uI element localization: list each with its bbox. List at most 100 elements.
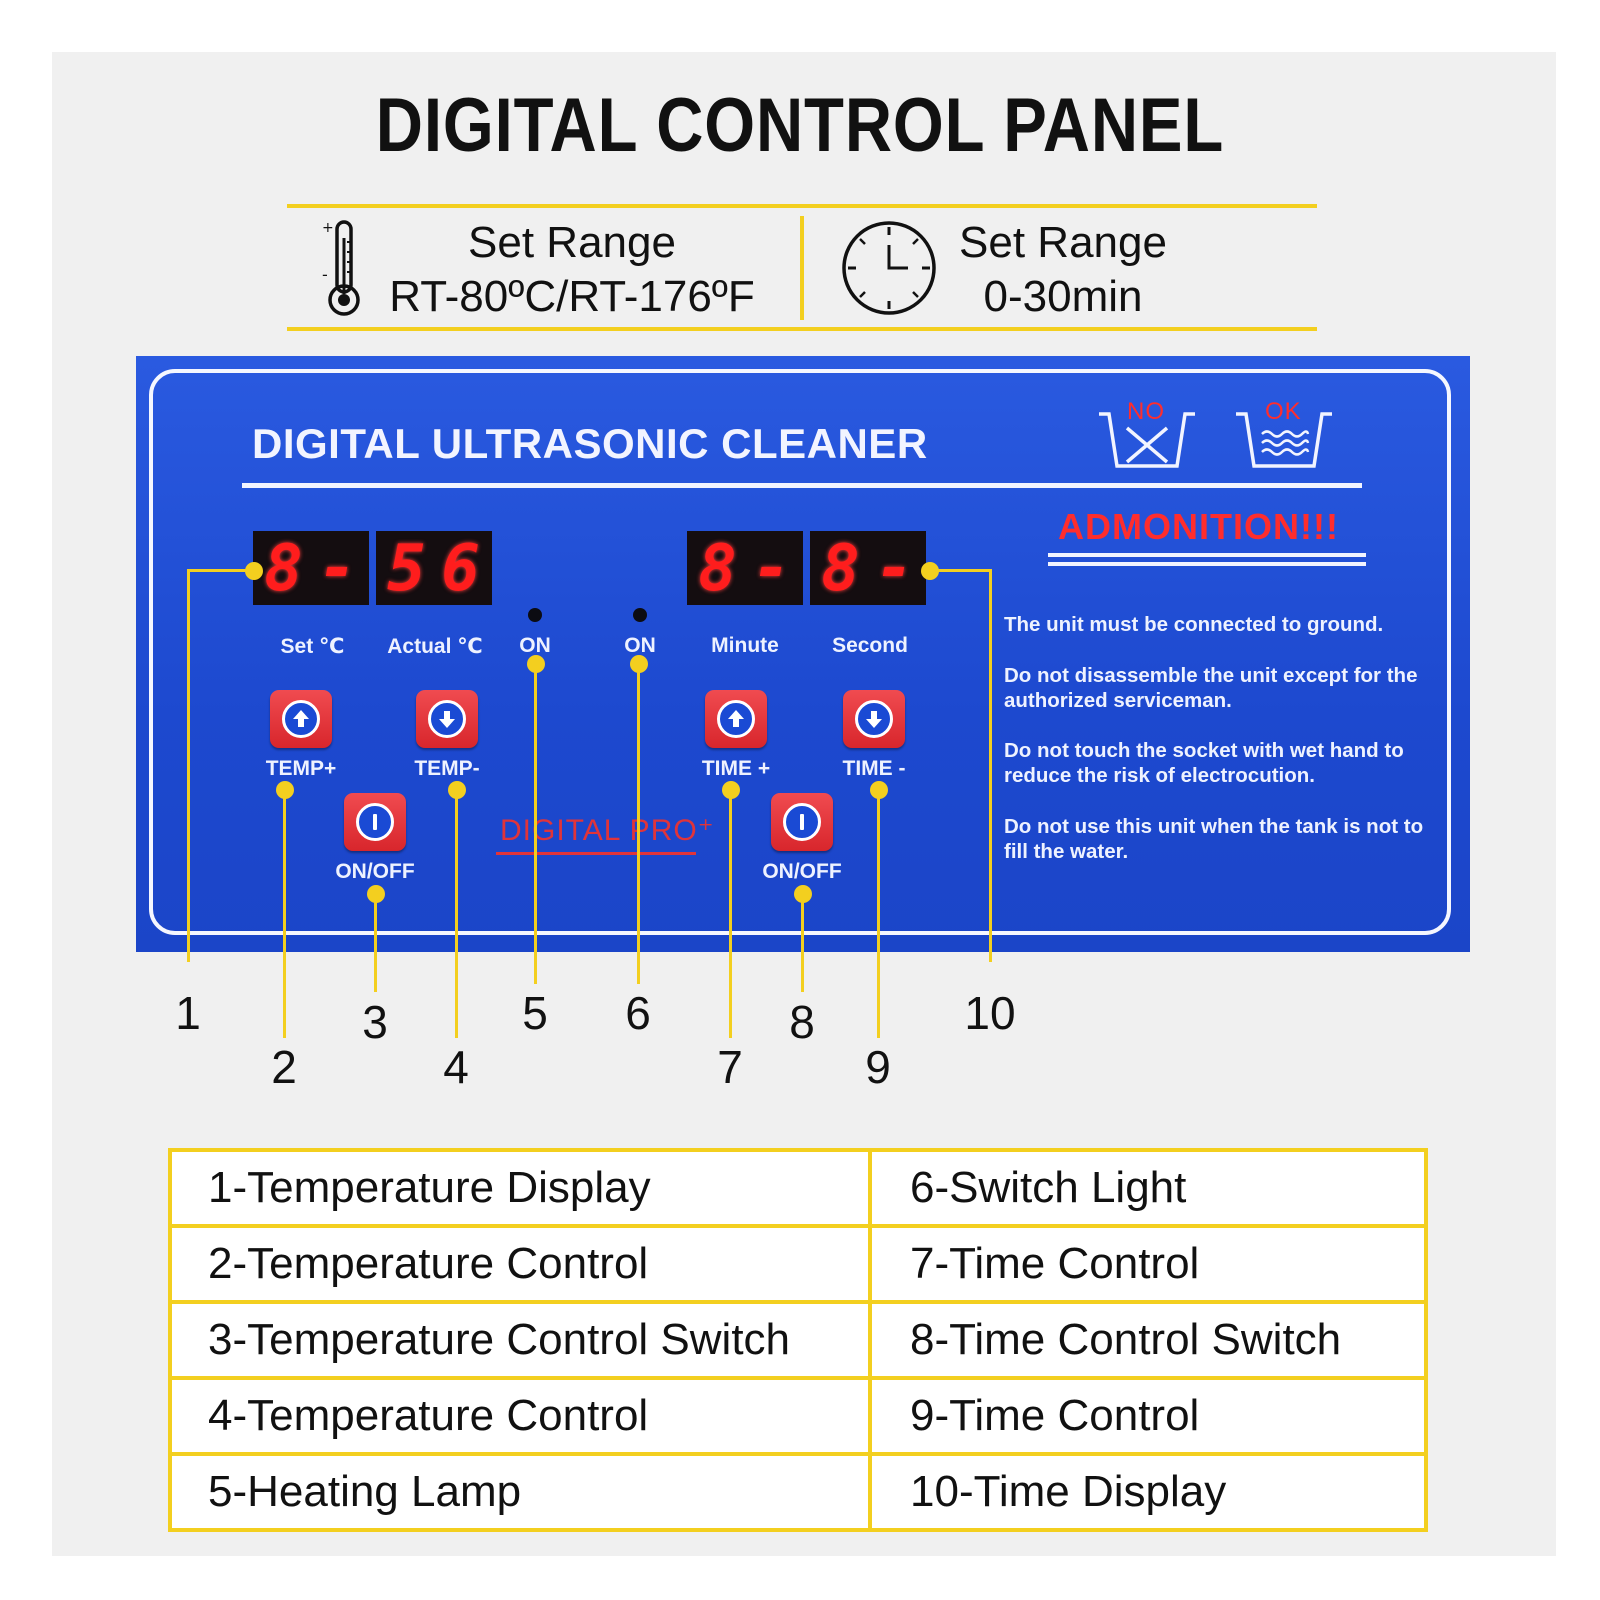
arrow-up-icon — [728, 710, 744, 727]
callout-number-6: 6 — [625, 987, 651, 1039]
legend-item: 9-Time Control — [910, 1391, 1200, 1440]
admonition-rule-1 — [1048, 553, 1366, 557]
callout-9-dot — [870, 781, 888, 799]
legend-row: 2-Temperature Control 7-Time Control — [172, 1224, 1424, 1300]
legend-item: 3-Temperature Control Switch — [208, 1315, 791, 1364]
legend-item: 8-Time Control Switch — [910, 1315, 1342, 1364]
no-hand-wash-icon — [1097, 402, 1197, 475]
actual-temp-digit-2: 6 — [441, 532, 480, 606]
time-plus-label: TIME + — [701, 757, 771, 780]
callout-9-leader — [877, 788, 880, 1038]
second-digit-1: 8 — [821, 532, 860, 606]
time-range-heading: Set Range — [959, 218, 1167, 267]
legend-item: 7-Time Control — [910, 1239, 1200, 1288]
control-panel — [136, 356, 1470, 952]
switch-light — [633, 608, 647, 622]
temp-minus-button[interactable] — [416, 690, 478, 748]
callout-2-dot — [276, 781, 294, 799]
switch-on-label: ON — [624, 634, 656, 657]
admonition-title: ADMONITION!!! — [1058, 506, 1339, 547]
panel-title-rule — [242, 483, 1362, 488]
no-label: NO — [1127, 398, 1165, 425]
heating-on-label: ON — [519, 634, 551, 657]
spec-divider — [800, 216, 804, 320]
temp-minus-label: TEMP- — [414, 757, 480, 780]
legend-item: 1-Temperature Display — [208, 1163, 651, 1212]
callout-8-leader — [801, 892, 804, 992]
minute-digit-1: 8 — [698, 532, 737, 606]
admonition-item: Do not touch the socket with wet hand to… — [1004, 739, 1404, 787]
set-temp-digit-1: 8 — [264, 532, 303, 606]
page-title: DIGITAL CONTROL PANEL — [375, 83, 1225, 168]
arrow-down-icon — [439, 711, 455, 728]
callout-number-8: 8 — [789, 996, 815, 1048]
admonition-item: Do not disassemble the unit except for t… — [1004, 664, 1418, 712]
callout-1-leader-h — [187, 569, 253, 572]
callout-4-leader — [455, 788, 458, 1038]
actual-temp-label: Actual ℃ — [387, 635, 483, 658]
arrow-down-icon — [866, 711, 882, 728]
spec-top-rule — [287, 204, 1317, 208]
second-display: 8 - — [810, 531, 926, 605]
callout-number-2: 2 — [271, 1041, 297, 1093]
legend-item: 4-Temperature Control — [208, 1391, 649, 1440]
time-minus-label: TIME - — [842, 757, 906, 780]
legend-row: 1-Temperature Display 6-Switch Light — [172, 1152, 1424, 1224]
legend-divider — [868, 1148, 872, 1532]
arrow-up-icon — [293, 710, 309, 727]
set-temp-label: Set ℃ — [280, 635, 345, 658]
legend-item: 6-Switch Light — [910, 1163, 1187, 1212]
callout-2-leader — [283, 788, 286, 1038]
temp-plus-label: TEMP+ — [265, 757, 337, 780]
admonition-item: The unit must be connected to ground. — [1004, 613, 1384, 636]
brand-logo: DIGITAL PRO⁺ — [500, 814, 715, 847]
callout-10-dot — [921, 562, 939, 580]
temp-range-value: RT-80ºC/RT-176ºF — [389, 272, 755, 321]
callout-1-leader-v — [187, 569, 190, 962]
time-onoff-label: ON/OFF — [762, 860, 842, 883]
callout-number-5: 5 — [522, 987, 548, 1039]
callout-7-leader — [729, 788, 732, 1038]
temp-range-heading: Set Range — [468, 218, 676, 267]
temp-power-button[interactable] — [344, 793, 406, 851]
callout-number-4: 4 — [443, 1041, 469, 1093]
temp-plus-button[interactable] — [270, 690, 332, 748]
callout-7-dot — [722, 781, 740, 799]
time-minus-button[interactable] — [843, 690, 905, 748]
panel-title: DIGITAL ULTRASONIC CLEANER — [252, 420, 928, 467]
power-icon — [800, 814, 804, 830]
legend-row: 3-Temperature Control Switch 8-Time Cont… — [172, 1300, 1424, 1376]
thermometer-icon: + - — [320, 218, 366, 323]
clock-icon — [840, 219, 938, 322]
set-temp-digit-2: - — [318, 532, 357, 606]
callout-3-dot — [367, 885, 385, 903]
second-label: Second — [832, 634, 908, 657]
callout-number-10: 10 — [964, 987, 1016, 1039]
legend-item: 5-Heating Lamp — [208, 1467, 522, 1516]
callout-3-leader — [374, 892, 377, 992]
callout-5-dot — [527, 655, 545, 673]
time-power-button[interactable] — [771, 793, 833, 851]
heating-lamp — [528, 608, 542, 622]
legend-row: 4-Temperature Control 9-Time Control — [172, 1376, 1424, 1452]
callout-1-dot — [245, 562, 263, 580]
admonition-item: Do not use this unit when the tank is no… — [1004, 815, 1424, 863]
callout-6-dot — [630, 655, 648, 673]
panel-border — [149, 369, 1451, 935]
brand-underline — [496, 852, 696, 855]
minute-display: 8 - — [687, 531, 803, 605]
svg-text:+: + — [322, 220, 334, 236]
callout-number-3: 3 — [362, 996, 388, 1048]
callout-10-leader-h — [928, 569, 992, 572]
callout-8-dot — [794, 885, 812, 903]
legend-row: 5-Heating Lamp 10-Time Display — [172, 1452, 1424, 1528]
second-digit-2: - — [875, 532, 914, 606]
time-plus-button[interactable] — [705, 690, 767, 748]
ok-wash-icon — [1234, 402, 1334, 475]
actual-temp-digit-1: 5 — [387, 532, 426, 606]
callout-10-leader-v — [989, 569, 992, 962]
callout-number-1: 1 — [175, 987, 201, 1039]
legend-item: 10-Time Display — [910, 1467, 1227, 1516]
callout-5-leader — [534, 662, 537, 984]
legend-item: 2-Temperature Control — [208, 1239, 649, 1288]
